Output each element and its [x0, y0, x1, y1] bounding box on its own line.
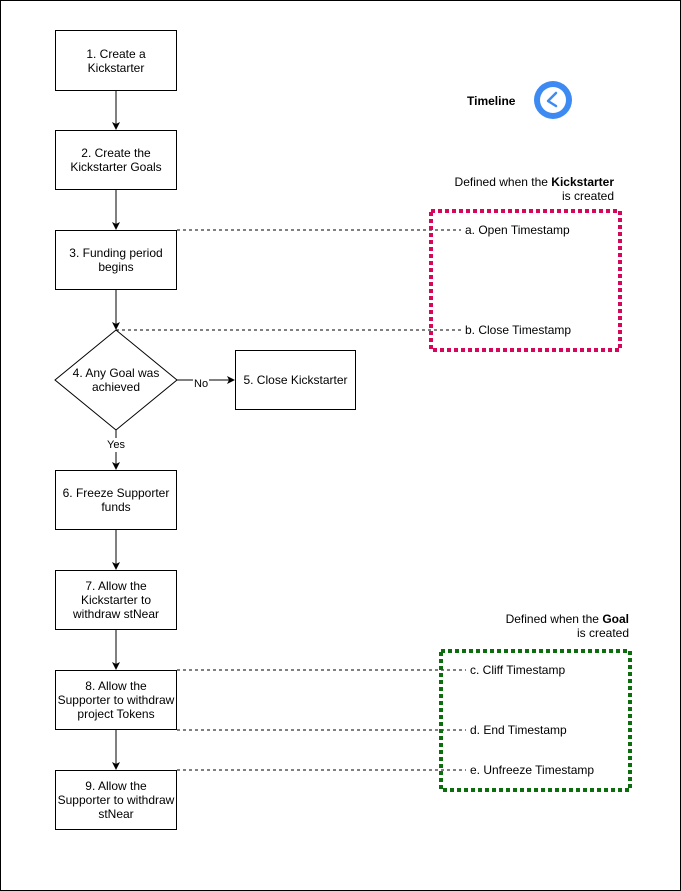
step-8-line2: Supporter to withdraw — [57, 693, 175, 707]
step-4-line2: achieved — [91, 380, 141, 394]
step-7-line2: Kickstarter to — [80, 593, 152, 607]
timestamp-end: d. End Timestamp — [467, 723, 570, 737]
timestamp-close: b. Close Timestamp — [462, 323, 575, 337]
step-1-line2: Kickstarter — [87, 60, 145, 75]
step-4-text: 4. Any Goal was achieved — [60, 366, 172, 394]
step-1-line1: 1. Create a — [86, 46, 146, 61]
timestamp-open: a. Open Timestamp — [462, 223, 573, 237]
kickstarter-caption-prefix: Defined when the — [454, 175, 548, 189]
step-3-line2: begins — [98, 260, 134, 274]
timestamp-cliff: c. Cliff Timestamp — [467, 663, 569, 677]
step-5-line1: 5. Close Kickstarter — [243, 373, 348, 387]
edge-label-no: No — [193, 377, 210, 391]
step-7-line1: 7. Allow the — [85, 579, 147, 593]
step-3-line1: 3. Funding period — [69, 246, 163, 260]
decision-diamond[interactable] — [54, 329, 178, 431]
kickstarter-group-border — [429, 209, 622, 352]
clock-icon — [534, 81, 572, 119]
goal-caption-prefix: Defined when the — [505, 612, 599, 626]
step-8-line1: 8. Allow the — [85, 679, 147, 693]
timestamp-unfreeze: e. Unfreeze Timestamp — [467, 763, 598, 777]
step-4-line1: 4. Any Goal was — [72, 366, 160, 380]
goal-group-caption: Defined when the Goal is created — [455, 612, 629, 640]
step-5-box[interactable]: 5. Close Kickstarter — [235, 350, 356, 410]
step-6-line2: funds — [101, 500, 131, 514]
goal-group-border — [439, 649, 632, 792]
timeline-label: Timeline — [467, 94, 516, 108]
kickstarter-caption-bold: Kickstarter — [551, 175, 614, 189]
edge-label-yes: Yes — [106, 438, 126, 452]
kickstarter-group-caption: Defined when the Kickstarter is created — [440, 175, 614, 203]
step-6-line1: 6. Freeze Supporter — [62, 486, 170, 500]
step-9-line2: Supporter to withdraw — [57, 793, 175, 807]
kickstarter-caption-suffix: is created — [561, 189, 614, 203]
step-9-line3: stNear — [98, 807, 134, 821]
step-9-line1: 9. Allow the — [85, 779, 147, 793]
step-8-line3: project Tokens — [77, 707, 155, 721]
step-2-line1: 2. Create the — [81, 146, 151, 160]
step-2-line2: Kickstarter Goals — [70, 160, 162, 174]
goal-caption-suffix: is created — [576, 626, 629, 640]
step-7-line3: withdraw stNear — [72, 607, 160, 621]
goal-caption-bold: Goal — [602, 612, 629, 626]
